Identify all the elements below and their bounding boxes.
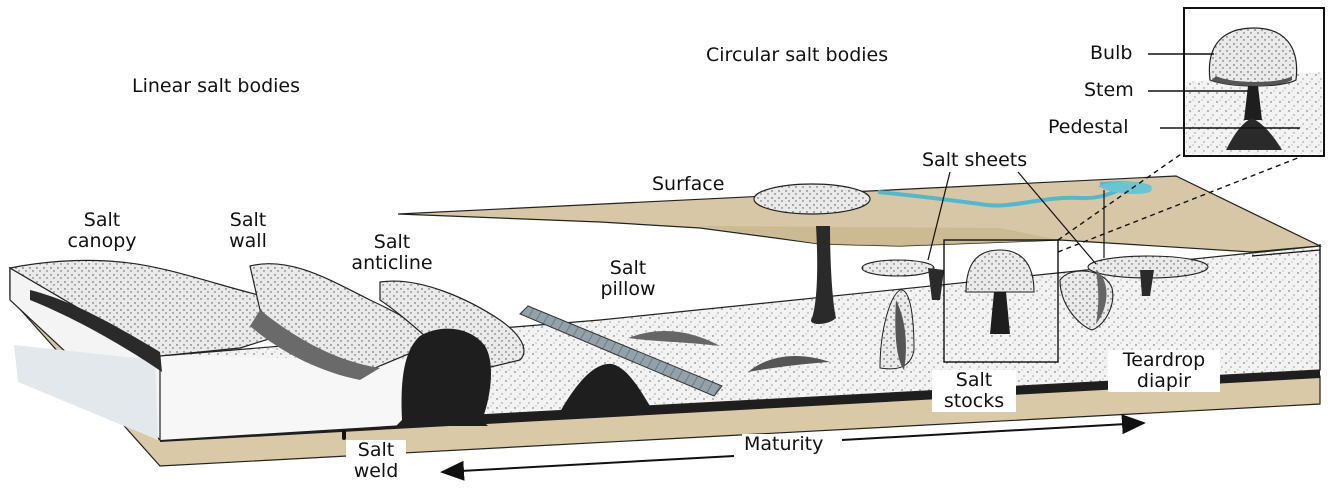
label-salt-sheets: Salt sheets	[922, 150, 1027, 171]
inset-bulb	[1209, 28, 1296, 86]
maturity-arrow-left	[442, 456, 734, 472]
inset-label-bulb: Bulb	[1090, 43, 1132, 64]
inset-label-pedestal: Pedestal	[1048, 117, 1129, 138]
heading-circular-salt-bodies: Circular salt bodies	[706, 45, 888, 66]
salt-anticline-root	[396, 420, 488, 426]
block-inset-bulb	[966, 250, 1034, 292]
salt-sheet-left	[862, 260, 934, 276]
left-side-band	[14, 345, 158, 440]
inset-label-stem: Stem	[1084, 80, 1134, 101]
salt-anticline-body	[402, 329, 491, 420]
label-surface: Surface	[652, 174, 724, 195]
heading-linear-salt-bodies: Linear salt bodies	[132, 76, 300, 97]
label-maturity: Maturity	[742, 434, 825, 455]
mushroom-cap	[754, 184, 870, 214]
